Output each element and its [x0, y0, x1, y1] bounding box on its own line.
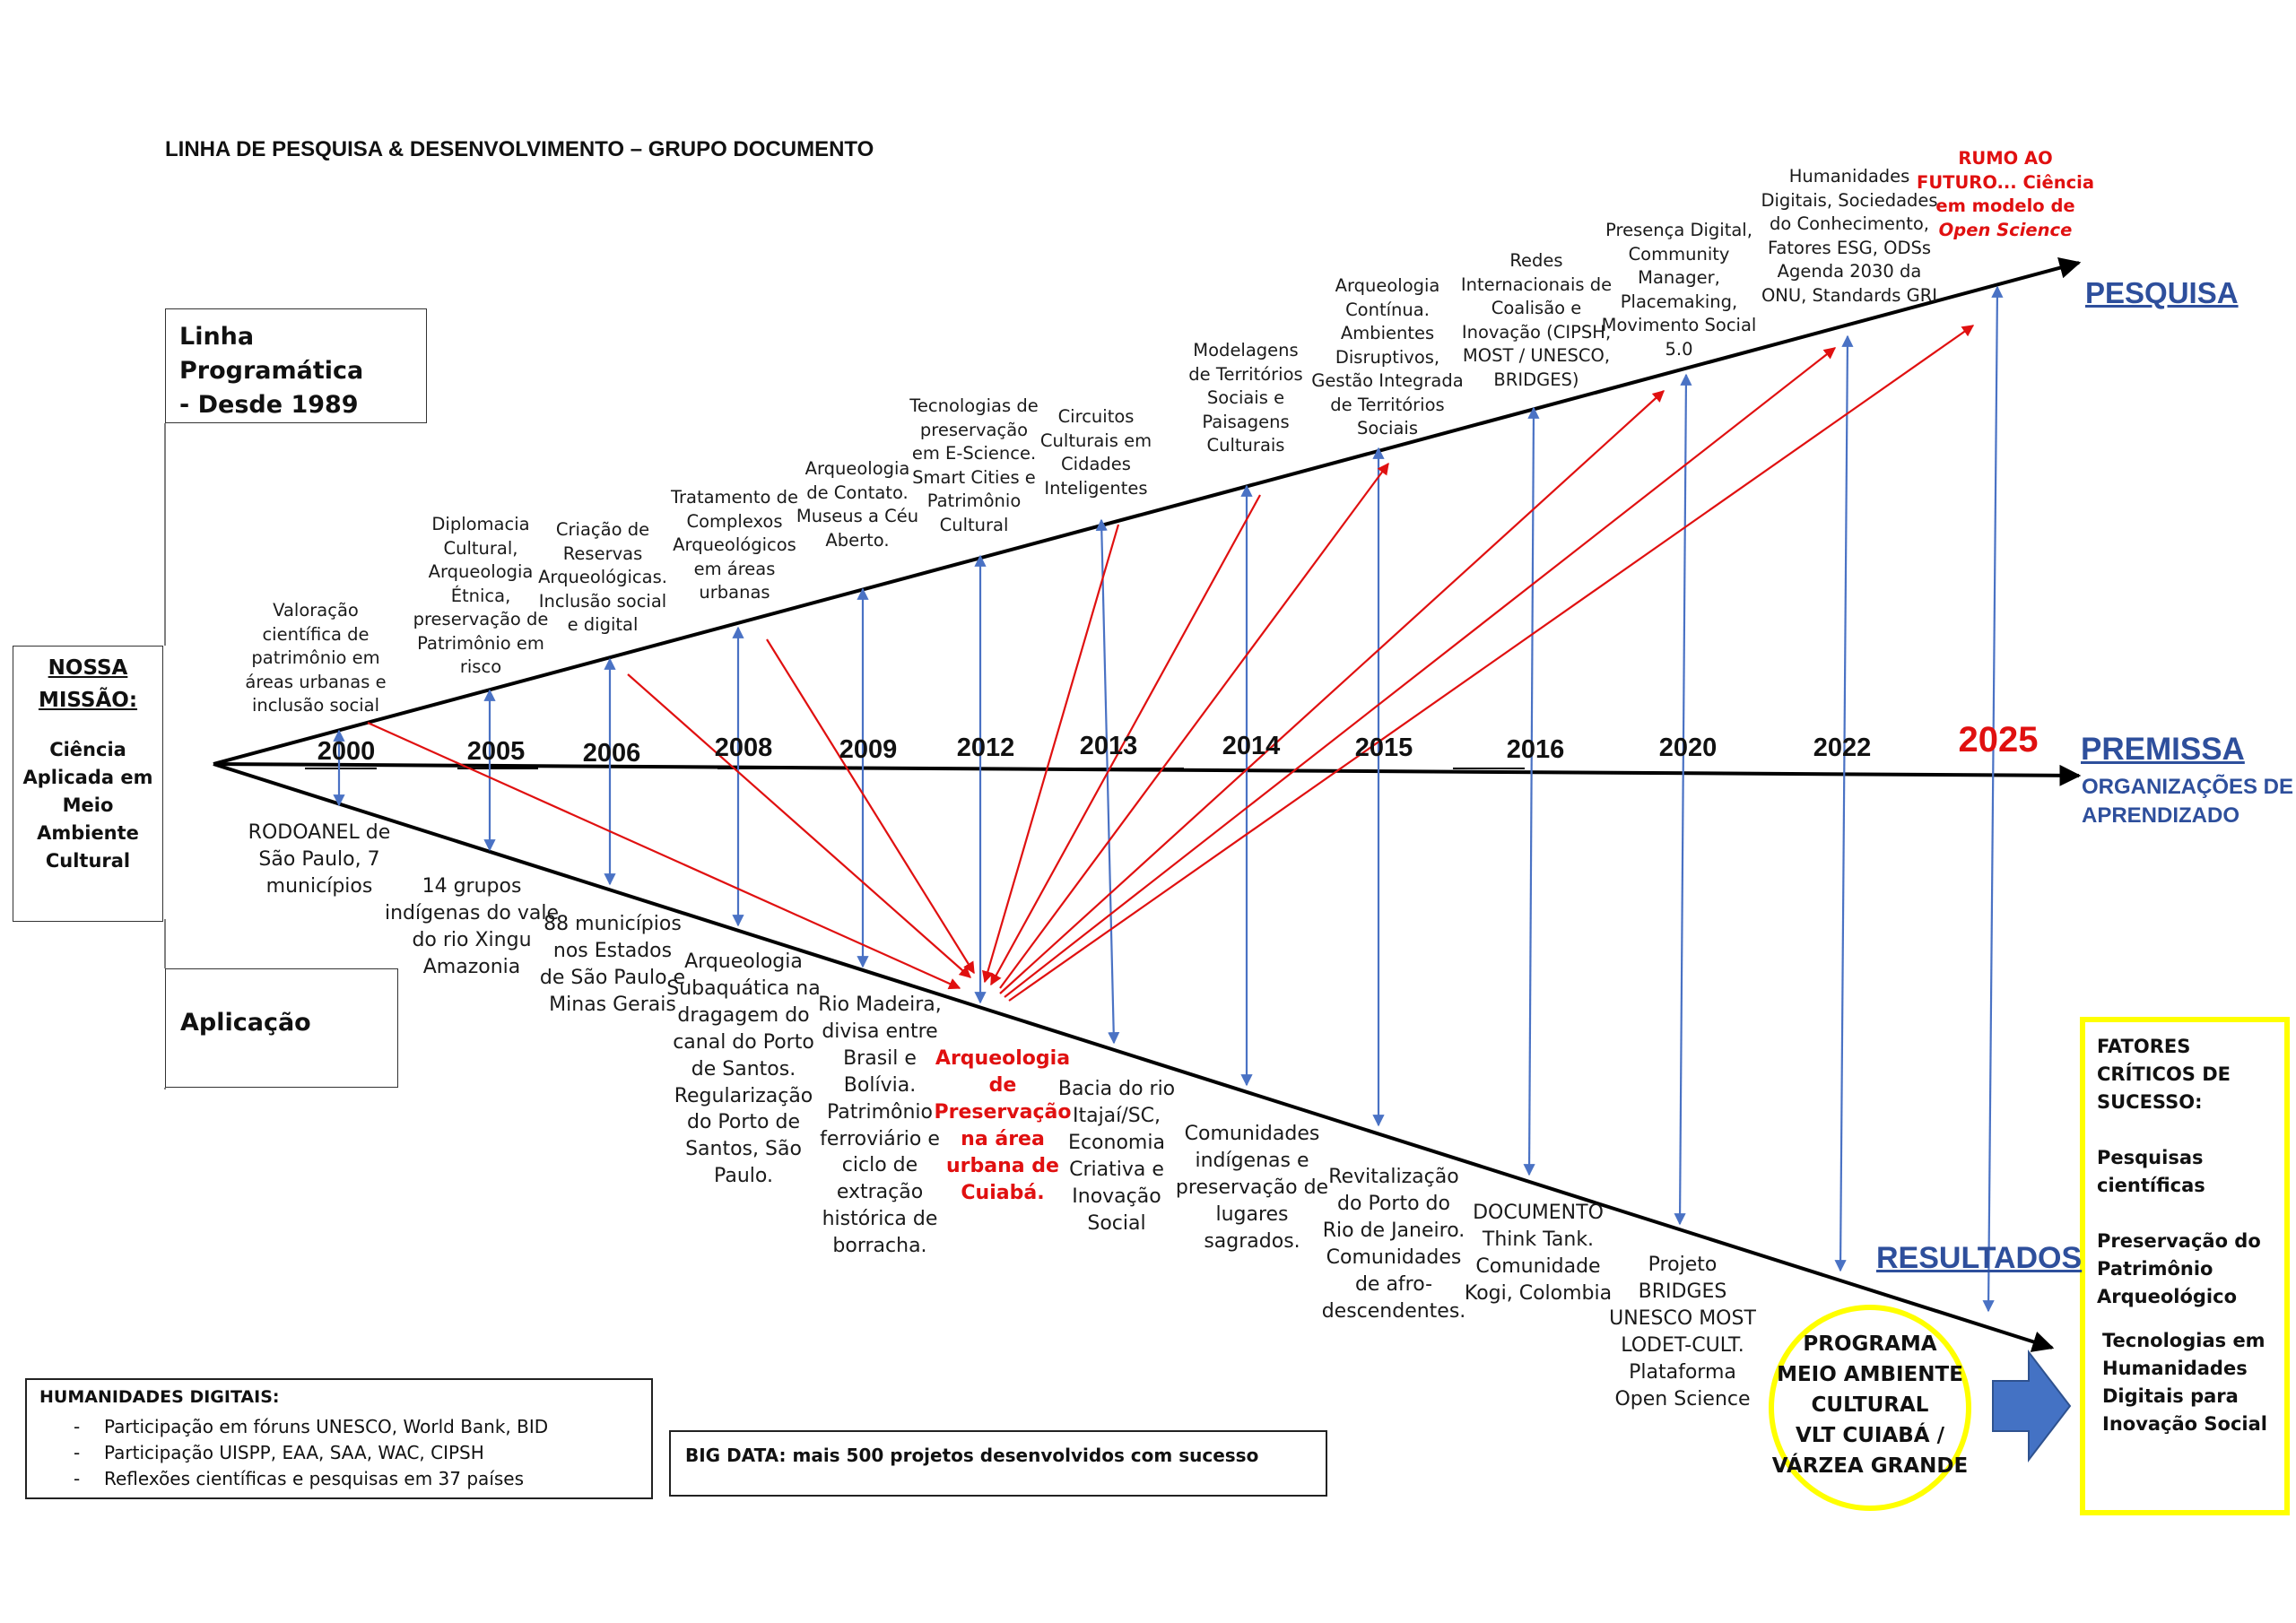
year-2009: 2009 — [839, 735, 898, 764]
year-2006: 2006 — [582, 739, 641, 768]
big-data-label: BIG DATA: mais 500 projetos desenvolvido… — [685, 1445, 1259, 1466]
blue-arrow-2020 — [1674, 373, 1692, 1226]
research-label-2013: Circuitos Culturais em Cidades Inteligen… — [1039, 406, 1152, 499]
fatores-title: FATORES CRÍTICOS DE SUCESSO: — [2097, 1036, 2231, 1113]
result-label-2000: RODOANEL de São Paulo, 7 municípios — [248, 821, 391, 898]
blue-arrow-2025 — [1982, 285, 2004, 1313]
research-label-2005: Diplomacia Cultural, Arqueologia Étnica,… — [413, 514, 549, 678]
research-label-2009: Arqueologia de Contato. Museus a Céu Abe… — [796, 458, 919, 551]
result-label-2013: Bacia do rio Itajaí/SC, Economia Criativ… — [1057, 1078, 1176, 1235]
red-arrow-2020 — [999, 390, 1665, 994]
year-2022: 2022 — [1813, 733, 1872, 762]
red-arrow-2015 — [999, 462, 1389, 989]
linha-programatica-box: Linha Programática - Desde 1989 — [165, 308, 427, 423]
research-label-2008: Tratamento de Complexos Arqueológicos em… — [670, 487, 799, 603]
year-2020: 2020 — [1658, 733, 1718, 762]
resultados-axis — [213, 762, 2055, 1352]
aplicacao-box: Aplicação — [165, 968, 398, 1088]
missao-text: Ciência Aplicada em Meio Ambiente Cultur… — [22, 739, 153, 872]
premissa-axis — [213, 762, 2082, 786]
list-item: Reflexões científicas e pesquisas em 37 … — [74, 1466, 651, 1492]
rumo-italic: Open Science — [1938, 219, 2073, 240]
year-2016: 2016 — [1506, 735, 1565, 764]
missao-heading: NOSSA MISSÃO: — [38, 656, 138, 712]
research-label-2020: Presença Digital, Community Manager, Pla… — [1601, 220, 1757, 360]
humanidades-title: HUMANIDADES DIGITAIS: — [39, 1387, 280, 1407]
research-label-2016: Redes Internacionais de Coalisão e Inova… — [1460, 250, 1613, 390]
aplicacao-label: Aplicação — [180, 1009, 311, 1037]
fatores-item: Tecnologias em Humanidades Digitais para… — [2102, 1330, 2267, 1435]
big-blue-arrow — [1992, 1350, 2072, 1462]
fatores-item: Preservação do Patrimônio Arqueológico — [2097, 1230, 2261, 1307]
result-label-2006: 88 municípios nos Estados de São Paulo e… — [539, 913, 686, 1016]
red-arrow-2025 — [1008, 325, 1975, 1002]
list-item: Participação em fóruns UNESCO, World Ban… — [74, 1414, 651, 1440]
research-label-2000: Valoração científica de patrimônio em ár… — [245, 600, 387, 716]
list-item: Participação UISPP, EAA, SAA, WAC, CIPSH — [74, 1440, 651, 1466]
fatores-panel: FATORES CRÍTICOS DE SUCESSO: Pesquisas c… — [2097, 1033, 2285, 1438]
research-label-2014: Modelagens de Territórios Sociais e Pais… — [1188, 340, 1303, 456]
humanidades-list: Participação em fóruns UNESCO, World Ban… — [39, 1414, 651, 1492]
year-2014: 2014 — [1222, 732, 1281, 760]
result-label-2009: Rio Madeira, divisa entre Brasil e Bolív… — [818, 994, 942, 1258]
year-2005: 2005 — [466, 737, 526, 766]
red-arrow-2013 — [981, 524, 1120, 984]
research-label-2006: Criação de Reservas Arqueológicas. Inclu… — [538, 519, 667, 636]
research-label-2022: Humanidades Digitais, Sociedades do Conh… — [1761, 166, 1938, 306]
linha-programatica-label: Linha Programática - Desde 1989 — [179, 323, 364, 419]
year-2025: 2025 — [1958, 720, 2039, 759]
fatores-highlight — [2080, 1017, 2290, 1515]
research-label-2012: Tecnologias de preservação em E-Science.… — [909, 395, 1039, 535]
research-label-2015: Arqueologia Contínua. Ambientes Disrupti… — [1311, 275, 1464, 439]
result-label-2015: Revitalização do Porto do Rio de Janeiro… — [1321, 1166, 1466, 1323]
pesquisa-axis — [213, 257, 2082, 766]
blue-arrow-2022 — [1834, 334, 1854, 1272]
premissa-subheading: ORGANIZAÇÕES DE APRENDIZADO — [2082, 775, 2294, 828]
programa-highlight — [1769, 1305, 1971, 1511]
missao-box: NOSSA MISSÃO: Ciência Aplicada em Meio A… — [13, 646, 163, 922]
result-label-cuiaba: Arqueologia de Preservação na área urban… — [934, 1047, 1072, 1204]
programa-label: PROGRAMA MEIO AMBIENTE CULTURAL VLT CUIA… — [1771, 1332, 1969, 1478]
year-2012: 2012 — [956, 733, 1015, 762]
red-arrow-2000 — [367, 721, 961, 990]
result-label-2016: DOCUMENTO Think Tank. Comunidade Kogi, C… — [1464, 1202, 1613, 1305]
pesquisa-heading: PESQUISA — [2085, 276, 2239, 309]
result-label-2005: 14 grupos indígenas do vale do rio Xingu… — [384, 875, 560, 978]
year-2008: 2008 — [714, 733, 773, 762]
result-label-2008: Arqueologia Subaquática na dragagem do c… — [666, 950, 821, 1188]
blue-arrow-2013 — [1095, 518, 1120, 1045]
year-2000: 2000 — [317, 737, 376, 766]
rumo-label: RUMO AO FUTURO... Ciência em modelo de O… — [1917, 147, 2094, 242]
humanidades-box: HUMANIDADES DIGITAIS: Participação em fó… — [25, 1378, 653, 1499]
year-2013: 2013 — [1079, 732, 1138, 760]
premissa-heading: PREMISSA — [2081, 732, 2245, 767]
red-arrow-2022 — [1004, 347, 1837, 998]
result-label-2020: Projeto BRIDGES UNESCO MOST LODET-CULT. … — [1609, 1254, 1756, 1410]
page-title: LINHA DE PESQUISA & DESENVOLVIMENTO – GR… — [165, 137, 874, 161]
blue-arrow-2016 — [1523, 406, 1540, 1176]
rumo-text: RUMO AO FUTURO... Ciência em modelo de — [1917, 148, 2094, 217]
red-arrow-2014 — [990, 494, 1261, 986]
fatores-item: Pesquisas científicas — [2097, 1147, 2205, 1196]
big-data-box: BIG DATA: mais 500 projetos desenvolvido… — [669, 1430, 1327, 1497]
red-arrow-2008 — [766, 638, 975, 975]
red-arrow-2006 — [627, 673, 971, 978]
result-label-2014: Comunidades indígenas e preservação de l… — [1175, 1123, 1329, 1253]
resultados-heading: RESULTADOS — [1876, 1241, 2083, 1275]
year-2015: 2015 — [1354, 733, 1413, 762]
